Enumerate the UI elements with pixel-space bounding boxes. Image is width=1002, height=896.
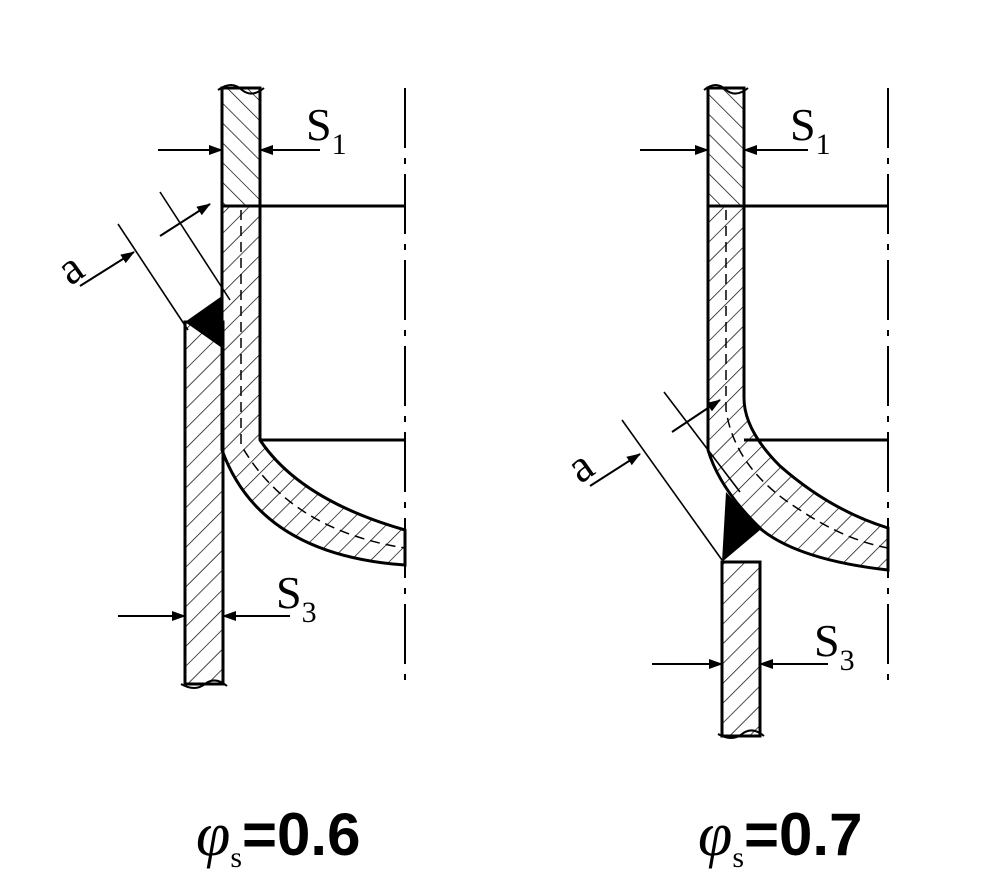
left-break-bottom xyxy=(180,679,228,689)
left-s3-label: S3 xyxy=(276,567,317,629)
right-fillet-weld xyxy=(722,492,760,562)
left-head-flange xyxy=(220,204,407,567)
right-break-bottom xyxy=(717,729,765,739)
right-bottom-shell-plate xyxy=(720,560,762,738)
left-s1-label: S1 xyxy=(306,99,347,161)
left-detail: S1 a S3 φs=0.6 xyxy=(47,84,407,874)
right-a-ext-line-2 xyxy=(621,419,723,561)
left-a-ext-line-2 xyxy=(117,223,189,331)
left-head-midline xyxy=(240,210,406,549)
right-a-dim-arrow-2 xyxy=(671,399,721,433)
right-top-shell-plate xyxy=(706,86,746,208)
right-head-midline xyxy=(725,210,889,549)
right-detail: S1 a S3 φs=0.7 xyxy=(557,84,890,874)
left-break-top xyxy=(217,84,265,95)
right-a-label: a xyxy=(557,439,603,492)
left-coefficient-label: φs=0.6 xyxy=(196,801,360,874)
left-fillet-weld xyxy=(185,296,222,348)
right-a-ext-line-1 xyxy=(663,391,741,493)
right-s3-label: S3 xyxy=(814,615,855,677)
left-bottom-shell-plate xyxy=(183,320,225,686)
left-a-ext-line-1 xyxy=(159,191,231,301)
left-a-dim-arrow-2 xyxy=(159,203,211,237)
right-s1-label: S1 xyxy=(790,99,831,161)
left-a-dim-arrow-1 xyxy=(79,251,135,287)
right-break-top xyxy=(703,84,749,95)
left-top-shell-plate xyxy=(220,86,262,208)
right-coefficient-label: φs=0.7 xyxy=(698,801,862,874)
right-a-dim-arrow-1 xyxy=(589,453,641,487)
left-a-label: a xyxy=(47,241,93,294)
